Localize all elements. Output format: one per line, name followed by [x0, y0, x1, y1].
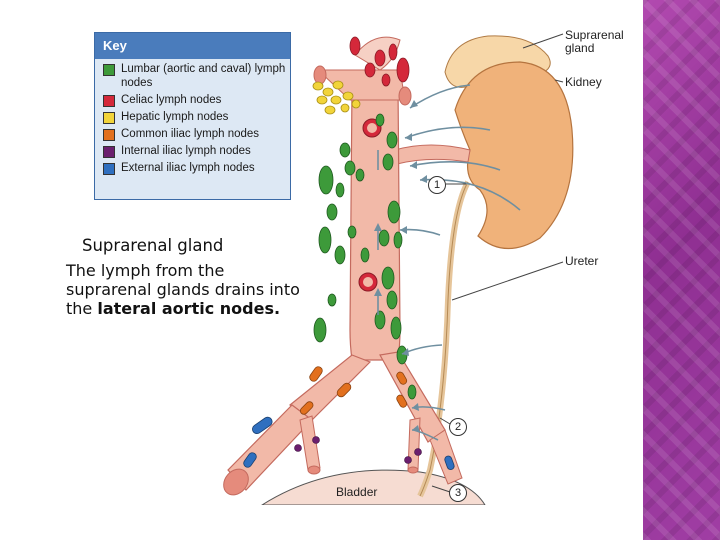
key-item-lumbar: Lumbar (aortic and caval) lymph nodes — [95, 62, 290, 90]
caption-title: Suprarenal gland — [82, 236, 224, 255]
celiac-nodes — [349, 36, 410, 87]
label-bladder: Bladder — [336, 485, 378, 499]
internal-iliac-nodes — [294, 436, 422, 464]
caption-bold-text: lateral aortic nodes. — [97, 299, 281, 318]
key-item-label: Lumbar (aortic and caval) lymph nodes — [121, 63, 286, 89]
caption-text: The lymph from the suprarenal glands dra… — [66, 261, 300, 318]
kidney — [454, 61, 574, 250]
key-item-label: Common iliac lymph nodes — [121, 128, 260, 140]
key-item-internal-iliac: Internal iliac lymph nodes — [95, 144, 290, 158]
left-external-iliac — [227, 404, 313, 491]
key-title: Key — [95, 33, 290, 59]
hepatic-nodes — [312, 80, 361, 115]
key-item-common-iliac: Common iliac lymph nodes — [95, 127, 290, 141]
anatomy-diagram — [223, 33, 574, 505]
side-bar-pattern — [643, 0, 720, 540]
caption-body: The lymph from the suprarenal glands dra… — [66, 261, 306, 318]
key-item-external-iliac: External iliac lymph nodes — [95, 161, 290, 175]
callout-number-3: 3 — [449, 484, 467, 502]
label-suprarenal-gland: Suprarenal gland — [565, 28, 624, 55]
callout-number-2: 2 — [449, 418, 467, 436]
key-item-hepatic: Hepatic lymph nodes — [95, 110, 290, 124]
renal-vessel — [394, 144, 471, 165]
callout-number-1: 1 — [428, 176, 446, 194]
lumbar-nodes — [313, 113, 417, 400]
leader-lines — [431, 33, 564, 493]
label-kidney: Kidney — [565, 75, 602, 89]
left-internal-iliac — [299, 415, 321, 471]
celiac-swatch — [103, 95, 115, 107]
decorative-side-bar — [643, 0, 720, 540]
key-item-label: Hepatic lymph nodes — [121, 111, 229, 123]
external-iliac-swatch — [103, 163, 115, 175]
key-item-label: Internal iliac lymph nodes — [121, 145, 251, 157]
key-item-label: External iliac lymph nodes — [121, 162, 255, 174]
internal-iliac-swatch — [103, 146, 115, 158]
key-item-label: Celiac lymph nodes — [121, 94, 222, 106]
common-iliac-nodes — [299, 366, 408, 415]
lumbar-swatch — [103, 64, 115, 76]
arrow-heads — [374, 100, 427, 433]
external-iliac-nodes — [243, 416, 455, 471]
label-ureter: Ureter — [565, 254, 599, 268]
hepatic-swatch — [103, 112, 115, 124]
common-iliac-swatch — [103, 129, 115, 141]
key-legend: Key Lumbar (aortic and caval) lymph node… — [94, 32, 291, 200]
caption: Suprarenal gland The lymph from the supr… — [66, 236, 306, 318]
key-item-celiac: Celiac lymph nodes — [95, 93, 290, 107]
